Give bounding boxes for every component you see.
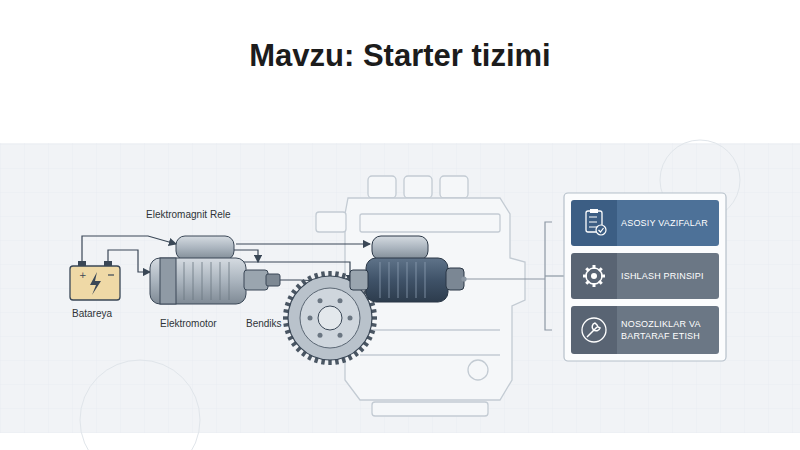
part-label: Batareya	[72, 308, 112, 319]
menu-box: ASOSIY VAZIFALAR	[571, 200, 719, 246]
box-icon	[571, 306, 617, 354]
menu-box: ISHLASH PRINSIPI	[571, 253, 719, 299]
menu-box: NOSOZLIKLAR VA BARTARAF ETISH	[571, 306, 719, 354]
box-label: NOSOZLIKLAR VA BARTARAF ETISH	[621, 318, 715, 342]
slide-title: Mavzu: Starter tizimi	[0, 38, 800, 74]
part-label: Elektromagnit Rele	[146, 209, 230, 220]
svg-text:+: +	[79, 270, 87, 280]
flywheel	[283, 271, 377, 365]
box-icon	[571, 200, 617, 246]
part-label: Elektromotor	[160, 318, 217, 329]
box-text-area: ISHLASH PRINSIPI	[621, 253, 715, 299]
box-text-area: NOSOZLIKLAR VA BARTARAF ETISH	[621, 306, 715, 354]
box-label: ISHLASH PRINSIPI	[621, 270, 704, 282]
box-icon	[571, 253, 617, 299]
box-text-area: ASOSIY VAZIFALAR	[621, 200, 715, 246]
box-label: ASOSIY VAZIFALAR	[621, 217, 708, 229]
part-label: Bendiks	[246, 318, 282, 329]
